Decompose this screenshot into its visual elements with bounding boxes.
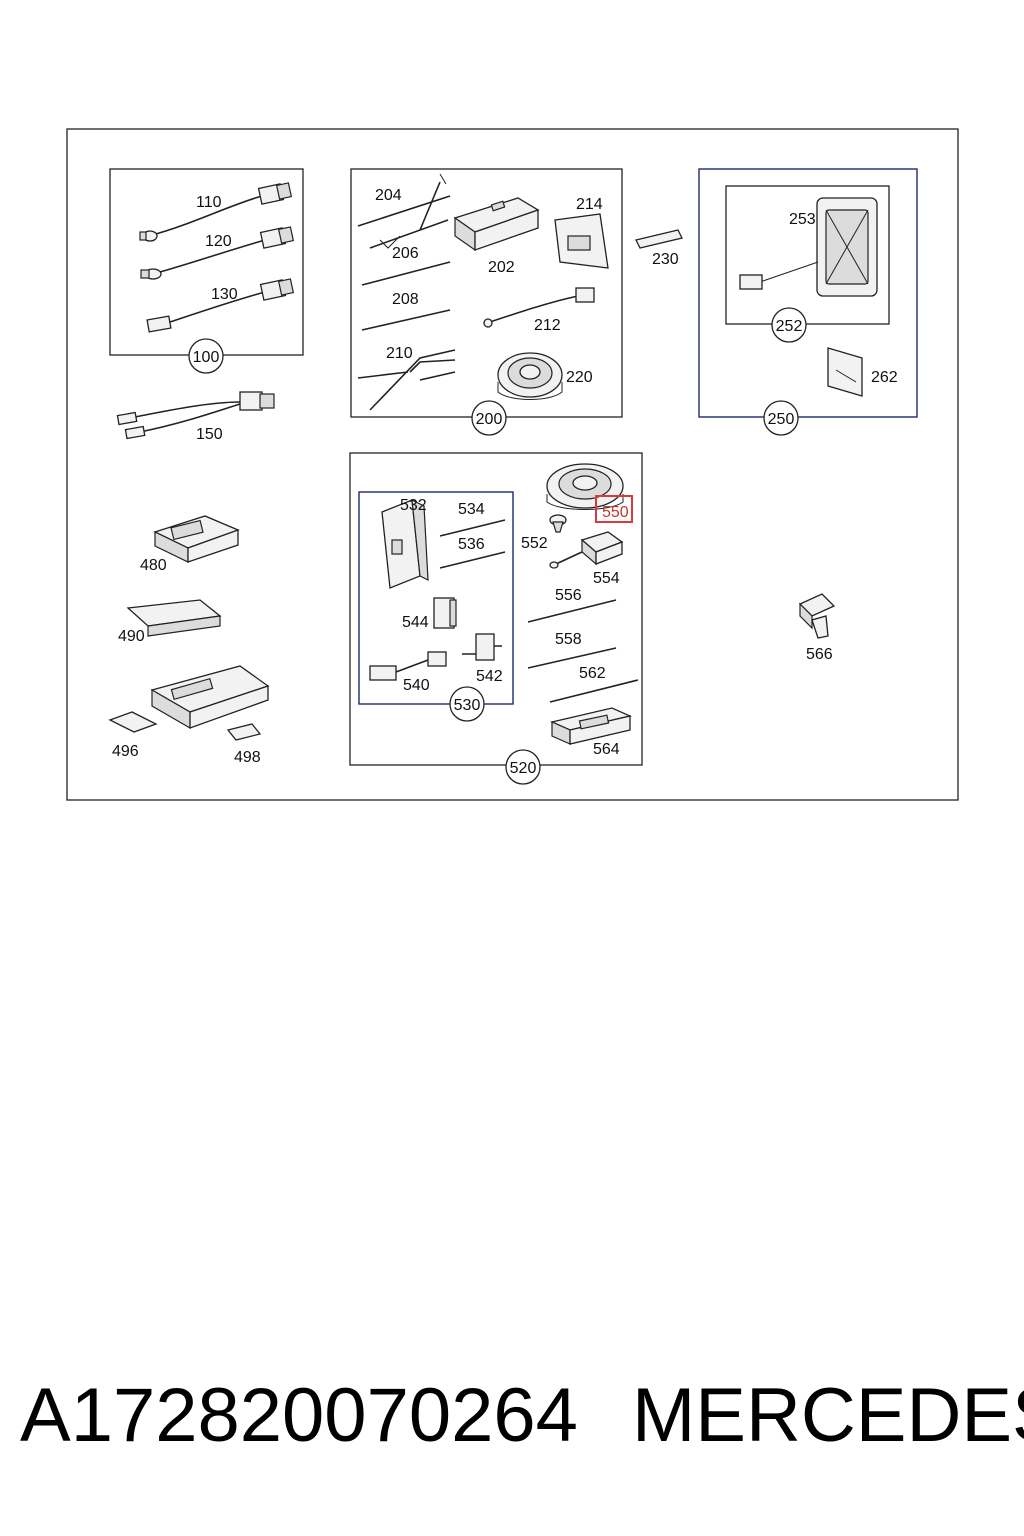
connector-544-illustration (433, 597, 457, 629)
film-262-illustration (827, 347, 863, 397)
display-253-illustration (739, 197, 878, 297)
cable-150-illustration (116, 391, 275, 440)
label-110: 110 (196, 194, 222, 211)
unit-564-illustration (549, 707, 633, 745)
label-562: 562 (579, 665, 606, 682)
group-bubble-200 (471, 400, 507, 436)
footer: A172820070264 MERCEDES (0, 1372, 1024, 1472)
label-230: 230 (652, 251, 679, 268)
label-130: 130 (211, 286, 238, 303)
card-498-illustration (226, 723, 262, 741)
label-208: 208 (392, 291, 419, 308)
module-554-illustration (549, 531, 624, 569)
label-542: 542 (476, 668, 503, 685)
label-253: 253 (789, 211, 816, 228)
label-498: 498 (234, 749, 261, 766)
label-558: 558 (555, 631, 582, 648)
label-120: 120 (205, 233, 232, 250)
wiring-210-illustration (357, 349, 456, 411)
label-202: 202 (488, 259, 515, 276)
group-bubble-100 (188, 338, 224, 374)
label-480: 480 (140, 557, 167, 574)
label-544: 544 (402, 614, 429, 631)
wire-558-illustration (527, 647, 617, 669)
group-label-100: 100 (193, 349, 220, 366)
group-bubble-252 (771, 307, 807, 343)
socket-566-illustration (798, 593, 836, 639)
label-564: 564 (593, 741, 620, 758)
clip-552-illustration (549, 514, 567, 533)
label-534: 534 (458, 501, 485, 518)
group-label-252: 252 (776, 318, 803, 335)
adapter-540-illustration (369, 651, 447, 681)
cable-110-illustration (139, 182, 293, 242)
group-label-520: 520 (510, 760, 537, 777)
label-556: 556 (555, 587, 582, 604)
label-540: 540 (403, 677, 430, 694)
label-262: 262 (871, 369, 898, 386)
diagram-frame (66, 128, 959, 801)
adapter-542-illustration (462, 633, 502, 661)
group-label-250: 250 (768, 411, 795, 428)
label-150: 150 (196, 426, 223, 443)
bracket-496-illustration (108, 665, 270, 733)
speaker-220-illustration (497, 352, 563, 400)
group-box-520 (349, 452, 643, 766)
cable-212-illustration (483, 287, 595, 328)
label-212: 212 (534, 317, 561, 334)
booklet-214-illustration (554, 213, 609, 269)
brand-name: MERCEDES (632, 1373, 1024, 1458)
label-566: 566 (806, 646, 833, 663)
wire-206-illustration (361, 261, 451, 286)
usb-stick-230-illustration (635, 229, 683, 249)
group-box-250 (698, 168, 918, 418)
group-box-530 (358, 491, 514, 705)
label-552: 552 (521, 535, 548, 552)
cable-120-illustration (140, 226, 295, 280)
cable-130-illustration (146, 278, 295, 333)
card-490-illustration (126, 599, 222, 637)
label-550: 550 (602, 504, 629, 521)
wiring-204-illustration (357, 173, 451, 249)
speaker-550-illustration (546, 463, 624, 510)
module-202-illustration (453, 197, 540, 252)
group-bubble-250 (763, 400, 799, 436)
wire-534-illustration (439, 519, 506, 537)
group-label-200: 200 (476, 411, 503, 428)
group-bubble-520 (505, 749, 541, 785)
wire-208-illustration (361, 309, 451, 331)
label-536: 536 (458, 536, 485, 553)
label-210: 210 (386, 345, 413, 362)
module-532-illustration (381, 498, 429, 589)
part-number: A172820070264 (20, 1373, 578, 1458)
label-532: 532 (400, 497, 427, 514)
parts-diagram: 110 120 130 100 150 204 206 208 210 202 (66, 128, 959, 801)
label-214: 214 (576, 196, 603, 213)
group-bubble-530 (449, 686, 485, 722)
group-label-530: 530 (454, 697, 481, 714)
wire-556-illustration (527, 599, 617, 623)
highlight-box-550 (595, 495, 633, 523)
label-496: 496 (112, 743, 139, 760)
label-220: 220 (566, 369, 593, 386)
group-box-252 (725, 185, 890, 325)
wire-536-illustration (439, 551, 506, 569)
wire-562-illustration (549, 679, 639, 703)
label-206: 206 (392, 245, 419, 262)
label-490: 490 (118, 628, 145, 645)
unit-480-illustration (153, 515, 240, 563)
label-554: 554 (593, 570, 620, 587)
label-204: 204 (375, 187, 402, 204)
